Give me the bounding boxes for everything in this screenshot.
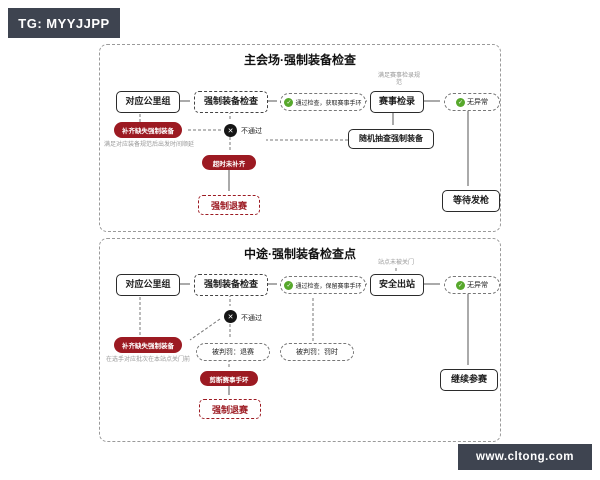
panel2-exit-note: 站点未被关门 bbox=[378, 260, 415, 266]
panel2-no-abnormal-pill: ✓ 无异常 bbox=[444, 276, 500, 294]
panel2-fix-equipment-pill: 补齐缺失强制装备 bbox=[114, 337, 182, 353]
panel2-safe-exit-node: 安全出站 bbox=[370, 274, 424, 296]
panel1-fix-equipment-pill: 补齐缺失强制装备 bbox=[114, 122, 182, 138]
panel2-forced-quit-node: 强制退赛 bbox=[199, 399, 261, 419]
panel1-no-abnormal-label: 无异常 bbox=[467, 99, 488, 106]
tg-watermark: TG: MYYJJPP bbox=[8, 8, 120, 38]
panel1-equipment-check-node: 强制装备检查 bbox=[194, 91, 268, 113]
panel2-title: 中途·强制装备检查点 bbox=[244, 247, 356, 261]
panel1-fail-label: 不通过 bbox=[241, 128, 262, 135]
panel2-pass-label: 通过检查，保留赛事手环 bbox=[295, 283, 362, 290]
panel1-random-check-node: 随机抽查强制装备 bbox=[348, 129, 434, 149]
panel1-pass-label: 通过检查，获取赛事手环 bbox=[295, 100, 362, 107]
fail-x-icon: ✕ bbox=[224, 124, 237, 137]
panel2-cut-band-pill: 剪断赛事手环 bbox=[200, 371, 258, 386]
pass-check-icon: ✓ bbox=[284, 280, 294, 290]
panel2-fix-note: 在选手对应批次在本站点关门前 bbox=[106, 357, 191, 363]
fail-x-icon: ✕ bbox=[224, 310, 237, 323]
panel-main-venue: 主会场·强制装备检查 对应公里组 强制装备检查 ✓ 通过检查，获取赛 bbox=[99, 44, 501, 232]
panel1-register-note: 满足赛事检录规范 bbox=[377, 73, 420, 86]
panel2-penalty-quit-pill: 被判罚：退赛 bbox=[196, 343, 270, 361]
panel2-no-abnormal-label: 无异常 bbox=[467, 282, 488, 289]
panel1-title: 主会场·强制装备检查 bbox=[244, 53, 356, 67]
panel1-group-node: 对应公里组 bbox=[116, 91, 180, 113]
pass-check-icon: ✓ bbox=[284, 97, 294, 107]
pass-check-icon: ✓ bbox=[456, 97, 465, 107]
panel1-no-abnormal-pill: ✓ 无异常 bbox=[444, 93, 500, 111]
pass-check-icon: ✓ bbox=[456, 280, 465, 290]
panel2-group-node: 对应公里组 bbox=[116, 274, 180, 296]
panel2-equipment-check-node: 强制装备检查 bbox=[194, 274, 268, 296]
panel1-pass-pill: ✓ 通过检查，获取赛事手环 bbox=[280, 93, 366, 111]
site-watermark: www.cltong.com bbox=[458, 444, 592, 470]
panel2-fail-label: 不通过 bbox=[241, 315, 262, 322]
panel1-wait-start-node: 等待发枪 bbox=[442, 190, 500, 212]
panel1-timeout-pill: 超时未补齐 bbox=[202, 155, 256, 170]
panel2-pass-pill: ✓ 通过检查，保留赛事手环 bbox=[280, 276, 366, 294]
panel1-register-node: 赛事检录 bbox=[370, 91, 424, 113]
panel1-connectors bbox=[139, 100, 469, 191]
panel-midway-checkpoint: 中途·强制装备检查点 对应公里组 强制装备检查 ✓ 通 bbox=[99, 238, 501, 442]
panel2-continue-race-node: 继续参赛 bbox=[440, 369, 498, 391]
panel2-penalty-time-pill: 被判罚：罚时 bbox=[280, 343, 354, 361]
panel1-fix-note: 满足对应装备规范后出发时间顺延 bbox=[104, 142, 195, 148]
panel1-forced-quit-node: 强制退赛 bbox=[198, 195, 260, 215]
